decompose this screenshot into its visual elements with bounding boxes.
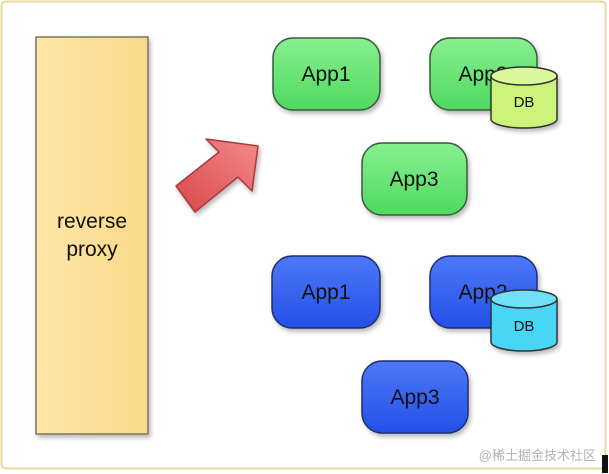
app-node-blue-1 [271,255,381,329]
app-node-green-3 [361,142,468,216]
app-label: App3 [390,386,439,409]
database-icon [490,289,558,352]
database-label: DB [514,318,535,335]
proxy-label-line2: proxy [66,238,118,261]
database-icon [490,66,558,129]
app-label: App1 [301,63,350,86]
app-label: App1 [301,281,350,304]
database-label: DB [514,94,535,111]
app-node-green-1 [272,37,381,111]
reverse-proxy-block: reverse proxy [35,36,149,435]
corner-mark [602,455,608,473]
proxy-label-line1: reverse [57,210,127,233]
app-label: App3 [389,168,438,191]
arrow-icon [175,138,259,213]
watermark: @稀土掘金技术社区 [479,448,596,463]
app-node-blue-3 [361,360,469,434]
